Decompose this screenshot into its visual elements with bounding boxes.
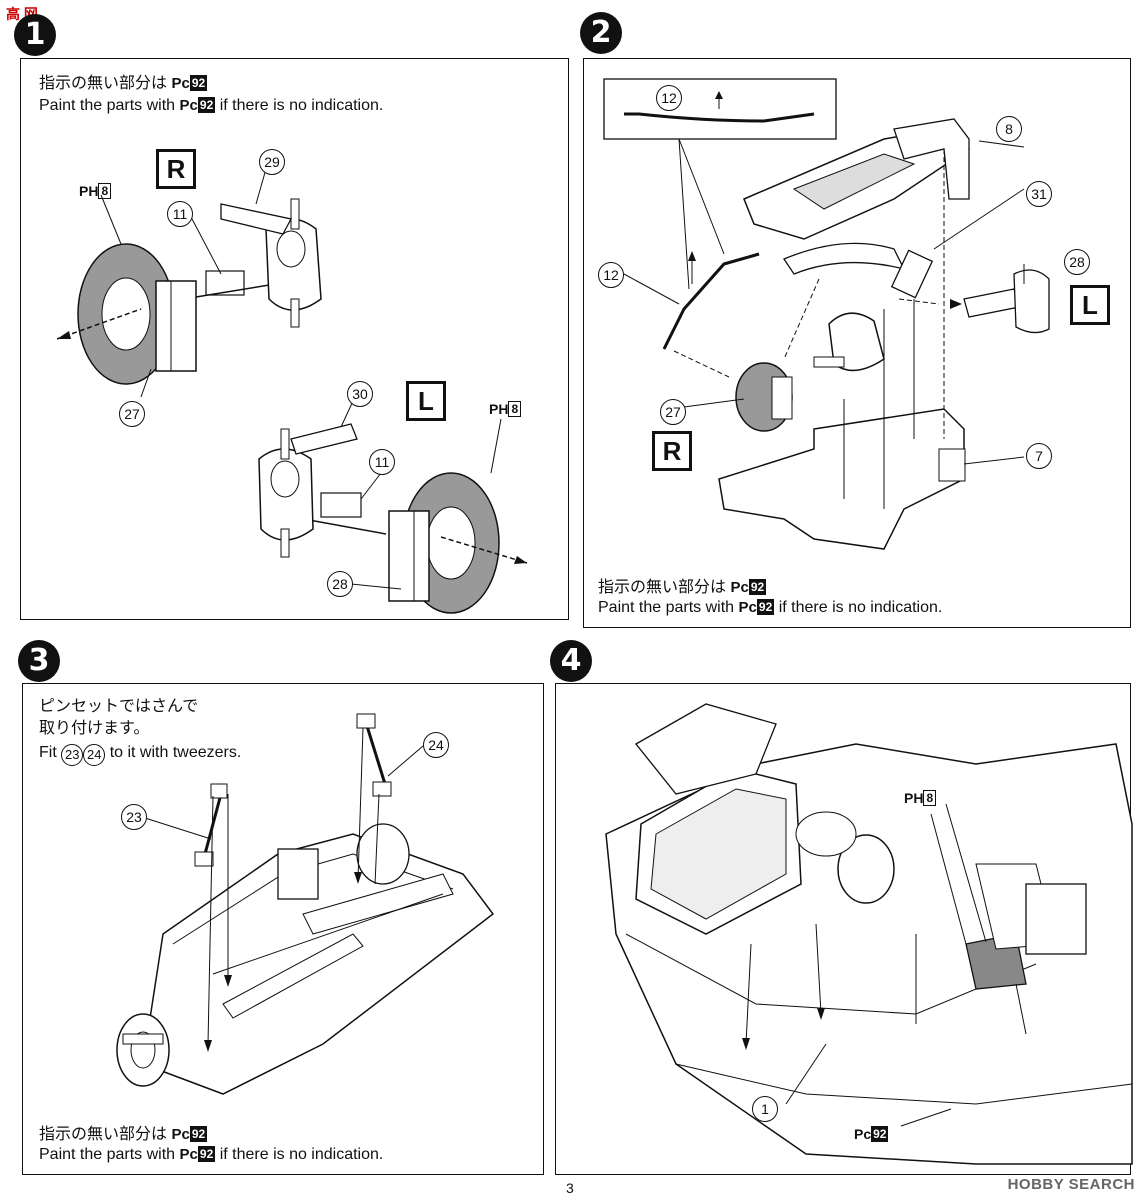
part-number: 11: [167, 201, 193, 227]
part-number: 27: [119, 401, 145, 427]
step-4-badge: 4: [550, 640, 592, 682]
part-number: 29: [259, 149, 285, 175]
side-marker-r: R: [156, 149, 196, 189]
paint-code: 92: [189, 75, 208, 91]
part-number: 1: [752, 1096, 778, 1122]
part-number: 28: [327, 571, 353, 597]
side-marker-l: L: [1070, 285, 1110, 325]
part-number: 8: [996, 116, 1022, 142]
step-3-badge: 3: [18, 640, 60, 682]
step-3-instruction-jp-2: 取り付けます。: [39, 720, 150, 737]
step-1-badge: 1: [14, 14, 56, 56]
step-2-badge: 2: [580, 12, 622, 54]
part-number: 28: [1064, 249, 1090, 275]
part-number: 24: [423, 732, 449, 758]
part-number: 11: [369, 449, 395, 475]
part-number: 7: [1026, 443, 1052, 469]
step-3-instruction-jp-1: ピンセットではさんで: [39, 698, 199, 715]
part-number: 31: [1026, 181, 1052, 207]
part-number: 27: [660, 399, 686, 425]
part-number: 30: [347, 381, 373, 407]
watermark: HOBBY SEARCH: [1007, 1176, 1135, 1193]
page-number: 3: [566, 1180, 574, 1196]
step-2-diagram: [603, 78, 1050, 550]
part-number: 12: [598, 262, 624, 288]
paint-prefix: Pc: [171, 75, 190, 92]
part-number: 23: [121, 804, 147, 830]
part-number: 12: [656, 85, 682, 111]
step-3-diagram: [116, 713, 495, 1095]
step-4-diagram: [605, 703, 1133, 1165]
step-1-diagram: [56, 168, 528, 614]
side-marker-l: L: [406, 381, 446, 421]
side-marker-r: R: [652, 431, 692, 471]
